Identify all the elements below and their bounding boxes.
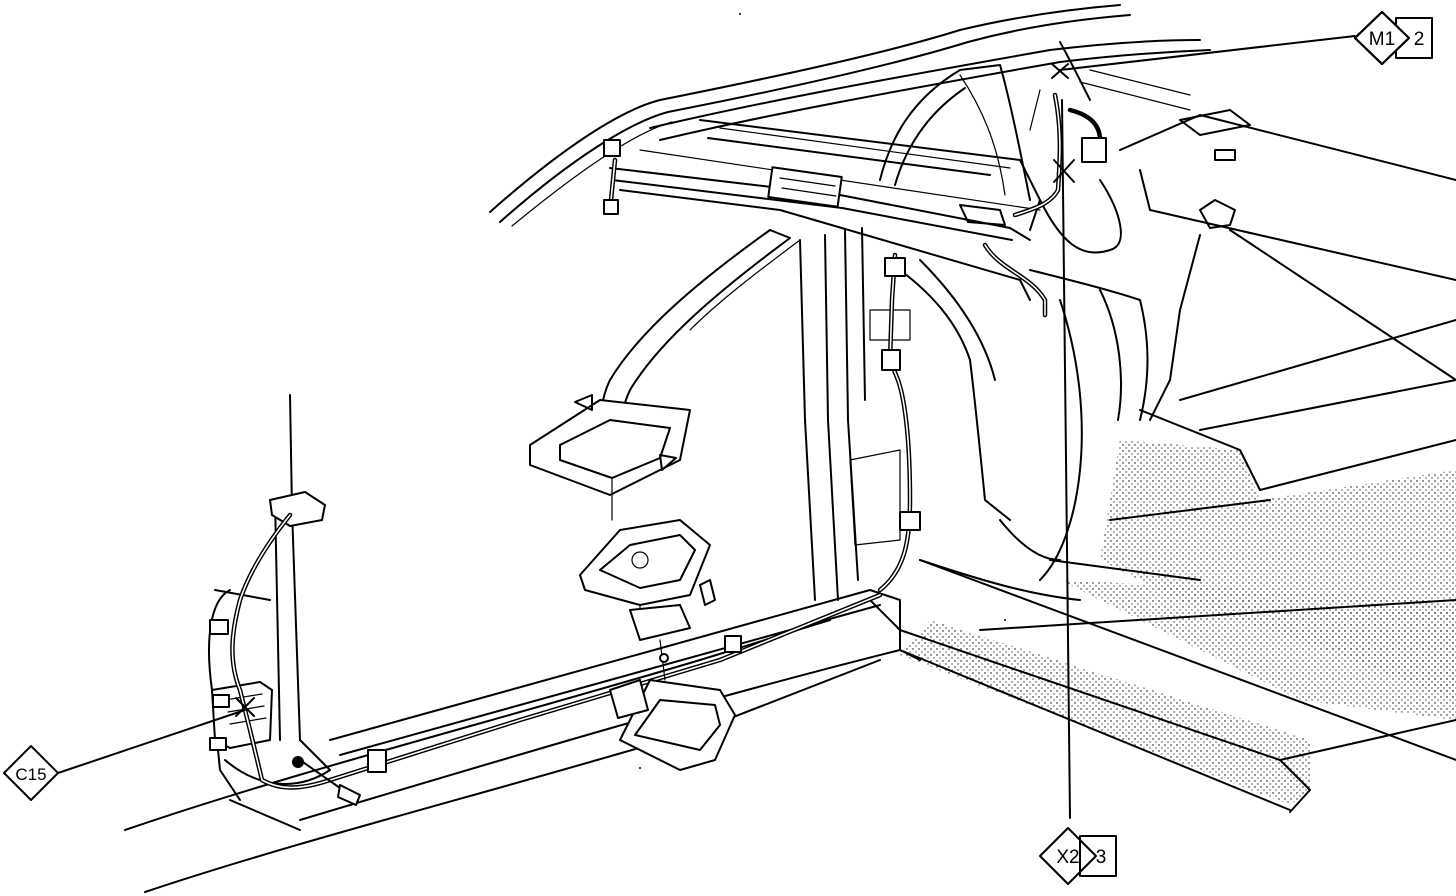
leader-lines bbox=[57, 35, 1356, 819]
callout-c15-diamond bbox=[3, 745, 59, 801]
kick-panel-harness bbox=[209, 512, 883, 806]
splice-mark-x2 bbox=[1053, 159, 1075, 183]
callout-x2-diamond bbox=[1039, 827, 1097, 885]
connector-block bbox=[269, 491, 326, 527]
rear-window-frame bbox=[879, 64, 1122, 254]
hinge-pillar bbox=[208, 394, 331, 831]
header-rail bbox=[609, 119, 1041, 301]
roof-harness bbox=[603, 89, 1107, 593]
b-pillar bbox=[799, 227, 911, 601]
lamp-assembly-upper bbox=[529, 394, 691, 521]
callout-c15[interactable]: C15 bbox=[3, 745, 59, 801]
harness-clip bbox=[367, 749, 387, 773]
floor-and-rocker bbox=[124, 559, 1456, 893]
callout-m1-page: 2 bbox=[1414, 29, 1425, 50]
harness-connector bbox=[1081, 137, 1107, 163]
callout-x2-code: X2 bbox=[1056, 847, 1079, 868]
harness-clip bbox=[209, 619, 229, 635]
scan-specks bbox=[639, 13, 1006, 769]
callout-c15-code: C15 bbox=[15, 765, 46, 784]
callout-x2-page-box bbox=[1079, 835, 1117, 877]
harness-connector bbox=[884, 257, 906, 277]
lamp-assembly-lower bbox=[609, 604, 736, 771]
lamp-assembly-middle bbox=[579, 519, 716, 641]
splice-mark-c15 bbox=[235, 697, 255, 717]
callout-m1[interactable]: M1 2 bbox=[1354, 11, 1433, 65]
callout-x2-page: 3 bbox=[1096, 847, 1107, 868]
splice-mark-m1 bbox=[1051, 63, 1069, 79]
callout-m1-code: M1 bbox=[1369, 29, 1395, 50]
harness-clip bbox=[724, 635, 742, 653]
callout-x2[interactable]: X2 3 bbox=[1039, 827, 1117, 885]
roof-header bbox=[489, 4, 1211, 227]
dome-lamp-mount bbox=[767, 166, 843, 208]
harness-connector bbox=[899, 511, 921, 531]
